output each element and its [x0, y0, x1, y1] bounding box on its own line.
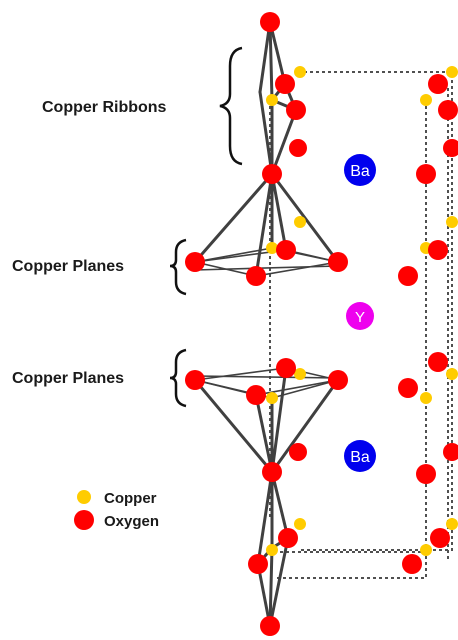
oxygen-atom — [428, 240, 448, 260]
oxygen-atom — [438, 100, 458, 120]
legend-copper-label: Copper — [104, 490, 157, 507]
ba-lower-label: Ba — [350, 449, 370, 466]
copper-atom — [294, 518, 306, 530]
plane-outlines — [194, 247, 339, 399]
copper-planes-upper-label: Copper Planes — [12, 258, 124, 275]
legend-oxygen-label: Oxygen — [104, 513, 159, 530]
copper-atom — [294, 368, 306, 380]
oxygen-atom — [260, 12, 280, 32]
oxygen-atom — [278, 528, 298, 548]
oxygen-atom — [328, 370, 348, 390]
oxygen-atoms — [185, 12, 458, 636]
oxygen-atom — [286, 100, 306, 120]
oxygen-atom — [428, 74, 448, 94]
yttrium-atom: Y — [346, 302, 374, 330]
copper-planes-lower-brace — [169, 348, 187, 408]
copper-atom — [294, 66, 306, 78]
copper-atoms — [266, 66, 458, 556]
copper-ribbons-label: Copper Ribbons — [42, 99, 167, 116]
copper-atom — [266, 544, 278, 556]
copper-planes-lower-label: Copper Planes — [12, 370, 124, 387]
oxygen-atom — [246, 266, 266, 286]
oxygen-atom — [430, 528, 450, 548]
oxygen-atom — [398, 266, 418, 286]
oxygen-atom — [276, 240, 296, 260]
oxygen-atom — [416, 464, 436, 484]
oxygen-atom — [275, 74, 295, 94]
ba-atom-lower: Ba — [344, 440, 376, 472]
copper-atom — [446, 216, 458, 228]
oxygen-atom — [289, 139, 307, 157]
copper-atom — [446, 518, 458, 530]
oxygen-atom — [262, 164, 282, 184]
copper-atom — [266, 94, 278, 106]
copper-atom — [446, 66, 458, 78]
unit-cell-outline — [269, 71, 453, 579]
copper-ribbons-brace — [219, 46, 243, 166]
legend: Copper Oxygen — [74, 490, 159, 530]
copper-atom — [266, 392, 278, 404]
front-cell-face — [298, 71, 453, 551]
copper-planes-upper-brace — [169, 238, 187, 296]
copper-atom — [420, 392, 432, 404]
copper-atom — [446, 368, 458, 380]
copper-atom — [294, 216, 306, 228]
oxygen-atom — [185, 370, 205, 390]
bonds — [193, 20, 340, 628]
copper-atom — [420, 94, 432, 106]
oxygen-atom — [402, 554, 422, 574]
oxygen-atom — [328, 252, 348, 272]
oxygen-atom — [428, 352, 448, 372]
oxygen-atom — [262, 462, 282, 482]
oxygen-atom — [276, 358, 296, 378]
ba-atom-upper: Ba — [344, 154, 376, 186]
oxygen-atom — [289, 443, 307, 461]
oxygen-atom — [248, 554, 268, 574]
ba-upper-label: Ba — [350, 163, 370, 180]
oxygen-atom — [443, 443, 458, 461]
copper-atom — [266, 242, 278, 254]
oxygen-atom — [185, 252, 205, 272]
copper-atom — [420, 544, 432, 556]
oxygen-atom — [416, 164, 436, 184]
oxygen-atom — [260, 616, 280, 636]
oxygen-atom — [398, 378, 418, 398]
legend-copper-swatch — [77, 490, 91, 504]
oxygen-atom — [443, 139, 458, 157]
oxygen-atom — [246, 385, 266, 405]
legend-oxygen-swatch — [74, 510, 94, 530]
yttrium-label: Y — [355, 309, 365, 326]
